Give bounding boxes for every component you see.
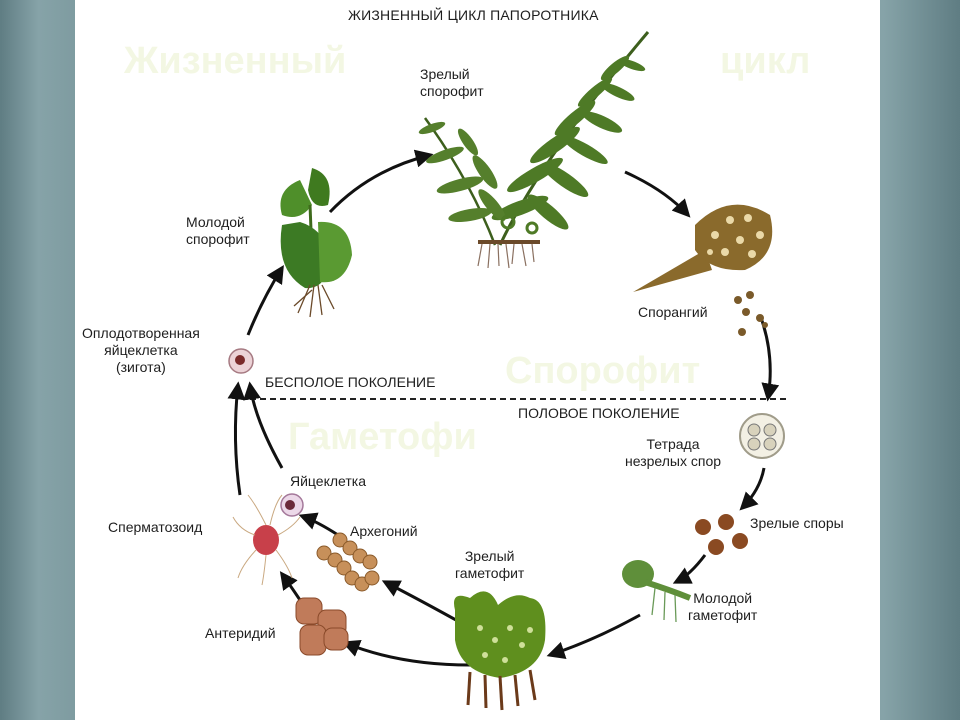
arrow-sporophyte-to-sporangium: [624, 170, 691, 218]
label-mature-sporophyte: Зрелый спорофит: [420, 66, 484, 99]
archegonium-illustration: [316, 532, 380, 592]
overlay-word-gametophyte: Гаметофи: [288, 416, 477, 458]
arrow-antheridium-to-sperm: [279, 571, 302, 601]
arrow-young-to-mature-gametophyte: [546, 613, 641, 659]
arrow-egg-to-zygote: [243, 381, 284, 469]
arrow-young-to-mature-sporophyte: [328, 149, 434, 214]
overlay-word-cycle: цикл: [720, 40, 811, 82]
label-sporangium: Спорангий: [638, 304, 708, 320]
diagram-title: ЖИЗНЕННЫЙ ЦИКЛ ПАПОРОТНИКА: [348, 7, 599, 23]
label-antheridium: Антеридий: [205, 625, 276, 641]
zygote-illustration: [228, 348, 254, 374]
label-mature-gametophyte: Зрелый гаметофит: [455, 548, 525, 581]
mature-sporophyte-illustration: [418, 31, 650, 269]
label-egg: Яйцеклетка: [290, 473, 366, 489]
arrow-tetrad-to-spores: [739, 467, 766, 511]
tetrad-illustration: [739, 413, 785, 459]
arrow-gametophyte-to-archegonium: [381, 580, 466, 627]
mature-spores-illustration: [695, 514, 748, 555]
sporangium-illustration: [633, 204, 773, 336]
label-zygote: Оплодотворенная яйцеклетка (зигота): [82, 325, 200, 375]
sperm-illustration: [232, 494, 301, 586]
young-sporophyte-illustration: [280, 168, 352, 318]
arrow-archegonium-to-egg: [298, 512, 339, 537]
antheridium-illustration: [295, 597, 349, 656]
overlay-word-sporophyte: Спорофит: [505, 350, 701, 392]
arrow-sperm-to-zygote: [227, 381, 246, 496]
egg-illustration: [280, 493, 304, 517]
label-sperm: Сперматозоид: [108, 519, 203, 535]
label-asexual-generation: БЕСПОЛОЕ ПОКОЛЕНИЕ: [265, 374, 436, 390]
mature-gametophyte-illustration: [454, 591, 546, 711]
arrow-gametophyte-to-antheridium: [341, 639, 471, 667]
label-young-sporophyte: Молодой спорофит: [186, 214, 250, 247]
arrow-spores-to-young-gametophyte: [672, 554, 707, 584]
label-sexual-generation: ПОЛОВОЕ ПОКОЛЕНИЕ: [518, 405, 680, 421]
label-mature-spores: Зрелые споры: [750, 515, 844, 531]
overlay-word-life: Жизненный: [124, 40, 347, 82]
label-archegonium: Архегоний: [350, 523, 418, 539]
label-young-gametophyte: Молодой гаметофит: [688, 590, 758, 623]
young-gametophyte-illustration: [622, 560, 692, 623]
label-tetrad: Тетрада незрелых спор: [625, 436, 722, 469]
arrow-zygote-to-young-sporophyte: [246, 264, 284, 336]
